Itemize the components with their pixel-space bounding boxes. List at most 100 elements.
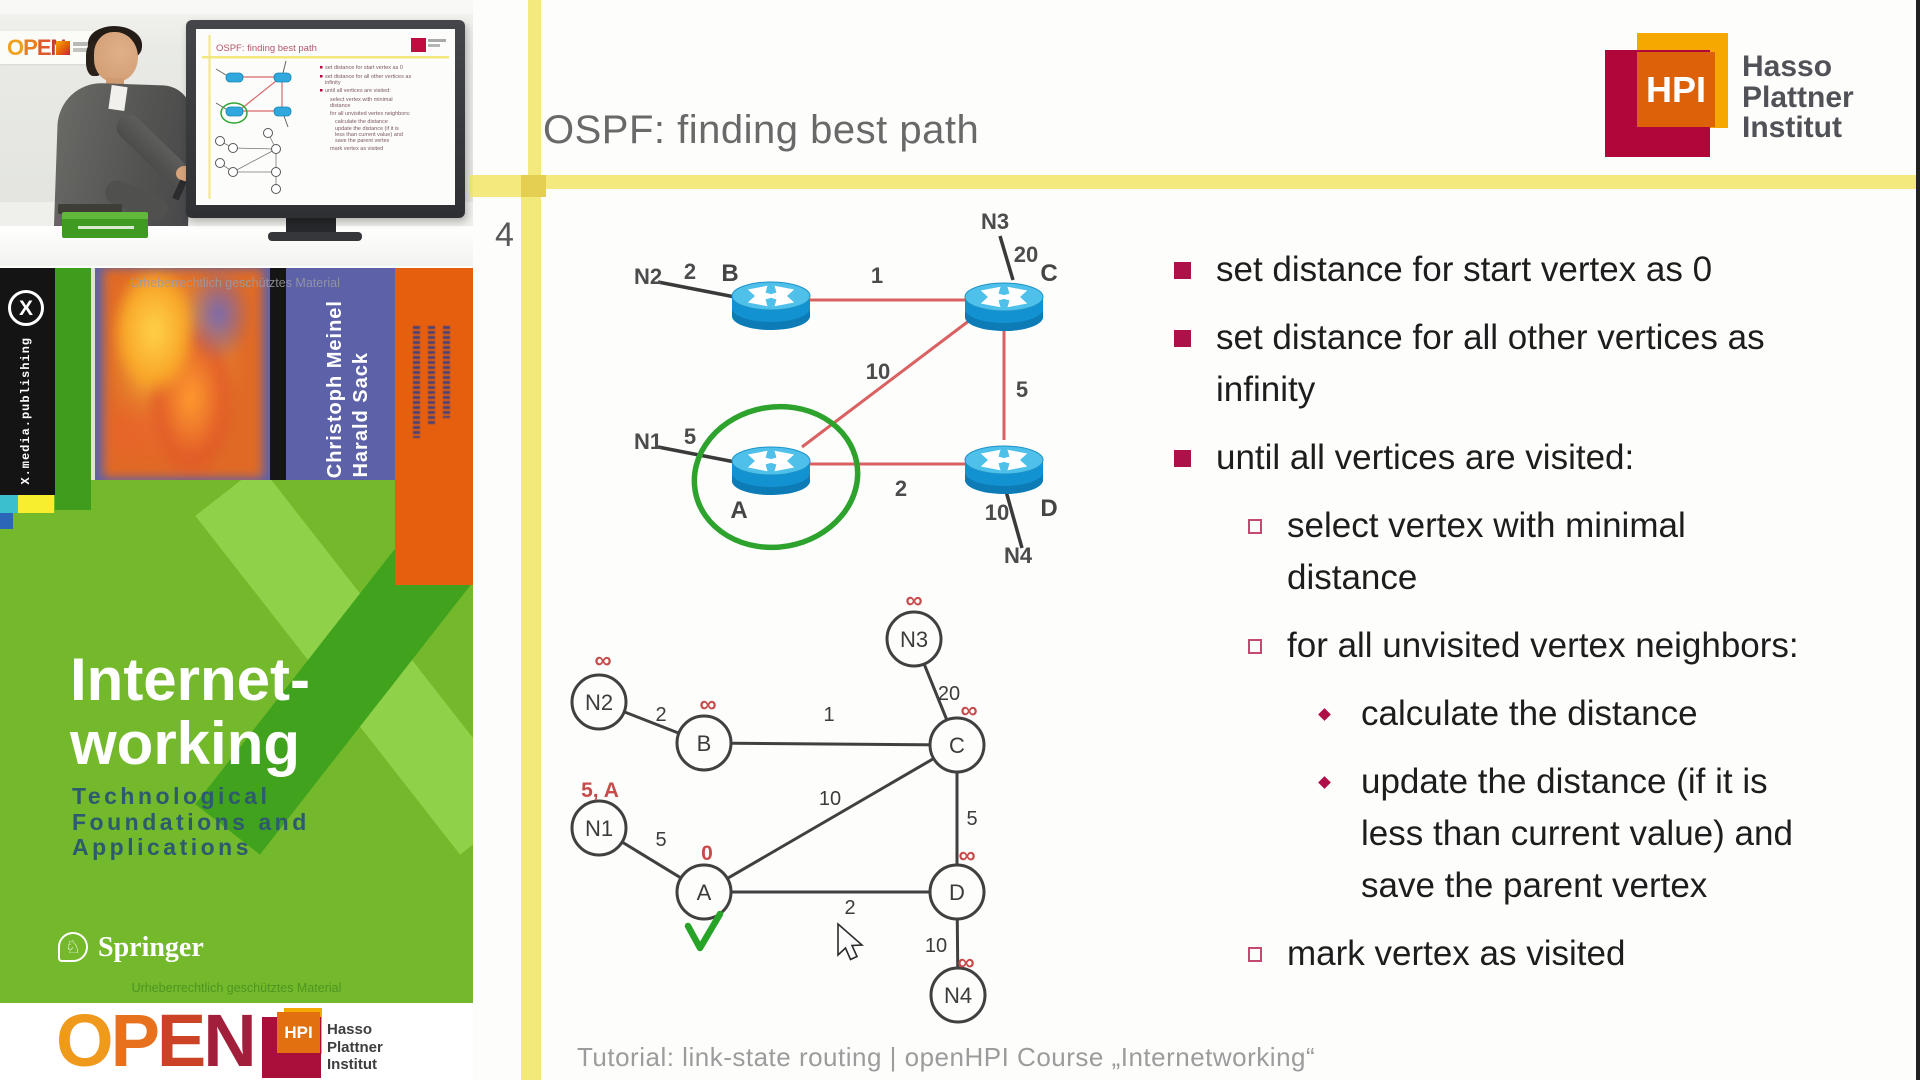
mini-hpi-logo	[411, 38, 426, 52]
svg-text:∞: ∞	[905, 587, 922, 614]
presentation-screen: OSPF: finding best path	[186, 20, 465, 218]
svg-text:less than current value) and: less than current value) and	[335, 132, 403, 138]
copyright-notice: Urheberrechtlich geschütztes Material	[131, 981, 342, 995]
svg-text:5: 5	[655, 829, 666, 851]
imprint-strip: X X.media.publishing	[0, 268, 55, 495]
stub-weight: 20	[1014, 242, 1038, 267]
router-label: C	[1040, 260, 1057, 287]
svg-text:for all unvisited vertex neigh: for all unvisited vertex neighbors:	[330, 111, 411, 117]
bullet-text: set distance for start vertex as 0	[1216, 250, 1713, 289]
svg-text:N3: N3	[900, 627, 928, 652]
router-D-icon	[965, 446, 1043, 494]
author-name: Harald Sack	[350, 352, 372, 478]
router-A-icon	[732, 447, 810, 495]
svg-text:5: 5	[966, 808, 977, 830]
network-label: N3	[981, 209, 1009, 234]
link-weight: 2	[895, 476, 907, 501]
hpi-logo-orange-square: HPI	[277, 1012, 320, 1053]
svg-text:N4: N4	[944, 983, 972, 1008]
bullet-text: until all vertices are visited:	[1216, 438, 1635, 477]
slide-bullet-list: set distance for start vertex as 0 set d…	[1172, 244, 1920, 980]
mini-slide-title: OSPF: finding best path	[216, 43, 317, 54]
hpi-name-line: Plattner	[327, 1038, 383, 1056]
book-title-line: working	[70, 710, 301, 777]
bullet-item: mark vertex as visited	[1172, 928, 1920, 980]
mini-routers	[225, 72, 292, 117]
svg-text:until all vertices are visited: until all vertices are visited:	[325, 88, 391, 94]
wall-hpi-square-icon	[56, 41, 70, 55]
cover-accent-square	[18, 495, 54, 513]
presenter-video-thumbnail[interactable]: OPEN OSP	[0, 0, 473, 266]
svg-text:1: 1	[823, 704, 834, 726]
hpi-name-line: Institut	[1742, 111, 1842, 144]
stub-links	[657, 235, 1024, 549]
cover-orange-strip	[395, 268, 473, 585]
bullet-hollow-square-icon	[1248, 947, 1262, 962]
screen-stand-base	[268, 232, 362, 241]
link-weight: 5	[1016, 377, 1028, 402]
presenter	[40, 24, 220, 257]
svg-text:mark vertex as visited: mark vertex as visited	[330, 146, 383, 152]
svg-text:2: 2	[655, 704, 666, 726]
bullet-text: distance	[1287, 558, 1418, 597]
dijkstra-graph-diagram: N2 B N3 C N1 A D N4 ∞ ∞ ∞ ∞ 5, A 0 ∞ ∞ 2…	[570, 587, 987, 1024]
svg-text:A: A	[697, 880, 712, 905]
bullet-item: update the distance (if it is less than …	[1172, 756, 1920, 912]
presenter-head	[94, 32, 138, 82]
publisher-name: Springer	[98, 932, 204, 963]
mini-bullet-text: set distance for start vertex as 0 set d…	[325, 65, 411, 152]
bullet-square-icon	[1174, 330, 1191, 347]
network-label: N4	[1004, 543, 1033, 568]
bullet-item: calculate the distance	[1172, 688, 1920, 740]
svg-text:select vertex with minimal: select vertex with minimal	[330, 97, 393, 103]
svg-text:∞: ∞	[957, 949, 974, 976]
router-label: D	[1040, 495, 1057, 522]
hpi-name-line: Institut	[327, 1056, 377, 1073]
highlight-circle-router-A	[691, 403, 861, 551]
svg-text:∞: ∞	[958, 842, 975, 869]
imprint-name: X.media.publishing	[19, 337, 33, 485]
bullet-hollow-square-icon	[1248, 519, 1262, 534]
svg-text:B: B	[697, 731, 712, 756]
flame-artwork	[103, 268, 263, 478]
bullet-text: select vertex with minimal	[1287, 506, 1686, 545]
mouse-cursor-icon	[837, 922, 865, 961]
bullet-text: calculate the distance	[1361, 694, 1698, 733]
slide-accent-cross	[521, 175, 546, 197]
book-cover: X X.media.publishing Christoph Meinel Ha…	[0, 268, 473, 1003]
svg-text:∞: ∞	[960, 697, 977, 724]
bullet-item: for all unvisited vertex neighbors:	[1172, 620, 1920, 672]
slide-footer: Tutorial: link-state routing | openHPI C…	[577, 1042, 1316, 1072]
svg-text:update the distance (if it is: update the distance (if it is	[335, 126, 399, 132]
cover-accent-square	[0, 495, 18, 513]
bullet-item: set distance for start vertex as 0	[1172, 244, 1920, 296]
graph-distance-labels: ∞ ∞ ∞ ∞ 5, A 0 ∞ ∞	[581, 587, 977, 976]
graph-node-labels: N2 B N3 C N1 A D N4	[585, 627, 972, 1008]
orange-strip-fine-print	[428, 326, 435, 426]
slide-accent-vline	[528, 0, 541, 175]
slide-title: OSPF: finding best path	[543, 108, 980, 152]
stub-weight: 10	[985, 500, 1009, 525]
cover-accent-square	[0, 513, 13, 529]
router-label: B	[721, 260, 738, 287]
cover-divider	[91, 268, 95, 480]
orange-strip-fine-print	[413, 326, 420, 438]
bullet-text: update the distance (if it is	[1361, 762, 1768, 801]
bullet-text: set distance for all other vertices as	[1216, 318, 1765, 357]
mini-slide: OSPF: finding best path	[202, 35, 449, 199]
mini-network-stubs	[215, 60, 289, 128]
link-weight: 1	[871, 263, 883, 288]
cover-divider-black	[270, 268, 286, 480]
slide-page-number: 4	[495, 216, 514, 254]
studio-wall	[0, 0, 473, 14]
screen-stand	[286, 216, 336, 234]
presenter-shirt	[108, 85, 128, 111]
mini-graph-edges	[219, 132, 277, 189]
svg-text:distance: distance	[330, 103, 351, 109]
router-label: A	[730, 497, 747, 524]
svg-text:20: 20	[938, 683, 960, 705]
svg-text:2: 2	[844, 897, 855, 919]
bullet-text: for all unvisited vertex neighbors:	[1287, 626, 1799, 665]
svg-text:save the parent vertex: save the parent vertex	[335, 138, 390, 144]
svg-text:calculate the distance: calculate the distance	[335, 119, 388, 125]
